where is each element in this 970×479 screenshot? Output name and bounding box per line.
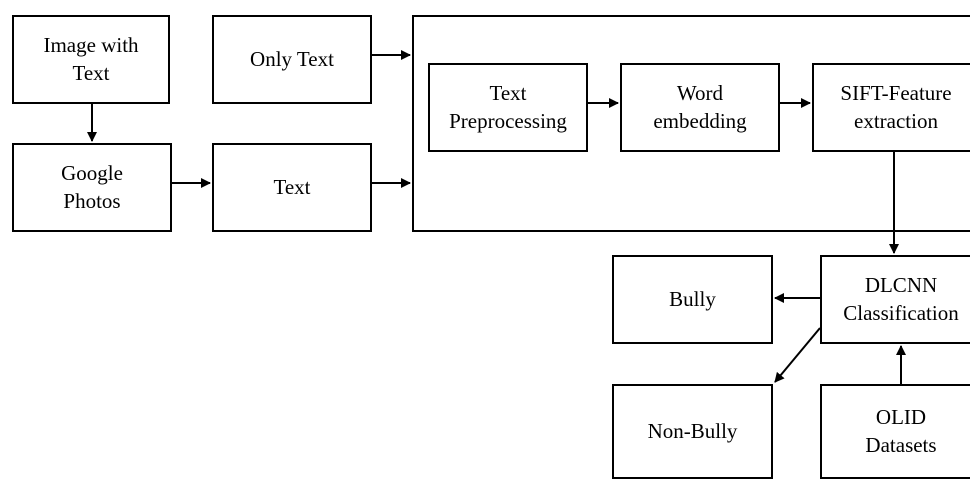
node-non-bully: Non-Bully: [612, 384, 773, 479]
node-bully: Bully: [612, 255, 773, 344]
node-label: Text Preprocessing: [449, 81, 567, 133]
node-word-embedding: Word embedding: [620, 63, 780, 152]
node-label: Text: [273, 174, 311, 199]
node-label: Non-Bully: [647, 418, 738, 443]
node-label: Google Photos: [61, 161, 123, 213]
arrow-dlcnn-to-non-bully: [774, 327, 821, 383]
node-olid-datasets: OLID Datasets: [820, 384, 970, 479]
node-label: SIFT-Feature extraction: [840, 81, 952, 133]
node-label: Only Text: [250, 46, 334, 71]
node-label: DLCNN Classification: [843, 273, 959, 325]
node-label: Bully: [669, 286, 716, 311]
node-google-photos: Google Photos: [12, 143, 172, 232]
node-label: OLID Datasets: [865, 405, 937, 457]
processing-block: [412, 15, 970, 232]
node-sift-feature-extraction: SIFT-Feature extraction: [812, 63, 970, 152]
node-only-text: Only Text: [212, 15, 372, 104]
flow-diagram: Image with Text Only Text Google Photos …: [12, 15, 970, 479]
node-dlcnn-classification: DLCNN Classification: [820, 255, 970, 344]
node-label: Word embedding: [653, 81, 747, 133]
node-image-with-text: Image with Text: [12, 15, 170, 104]
node-text-preprocessing: Text Preprocessing: [428, 63, 588, 152]
node-text: Text: [212, 143, 372, 232]
node-label: Image with Text: [43, 33, 139, 85]
